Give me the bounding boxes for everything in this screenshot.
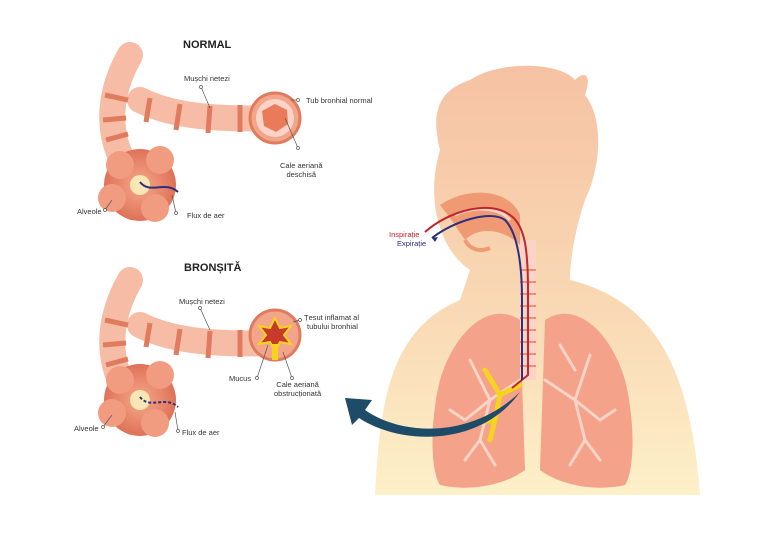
bronchitis-smooth-muscle-label: Mușchi netezi xyxy=(179,297,225,306)
normal-airflow-label: Flux de aer xyxy=(187,211,225,220)
normal-alveoli-label: Alveole xyxy=(77,207,102,216)
inspiration-label: Inspirație xyxy=(389,230,420,239)
mucus-label: Mucus xyxy=(229,374,252,383)
bronchitis-alveoli-label: Alveole xyxy=(74,424,99,433)
expiration-arrow xyxy=(431,215,523,380)
expiration-label: Expirație xyxy=(397,239,427,248)
obstructed-airway-label: Cale aeriană obstrucționată xyxy=(274,380,321,398)
obstructed-airway-label-line2: obstrucționată xyxy=(274,389,322,398)
inflamed-tissue-label: Țesut inflamat al tubului bronhial xyxy=(304,313,359,331)
normal-bronchus xyxy=(98,42,302,222)
normal-smooth-muscle-label: Mușchi netezi xyxy=(184,74,230,83)
bronchitis-bronchus xyxy=(98,267,302,437)
inflamed-tissue-label-line1: Țesut inflamat al xyxy=(304,313,360,322)
normal-title: NORMAL xyxy=(183,39,232,51)
open-airway-label: Cale aeriană deschisă xyxy=(280,161,323,179)
inflamed-tissue-label-line2: tubului bronhial xyxy=(307,322,358,331)
open-airway-label-line1: Cale aeriană xyxy=(280,161,323,170)
bronchitis-airflow-label: Flux de aer xyxy=(182,428,220,437)
normal-tube-label: Tub bronhial normal xyxy=(306,96,373,105)
inspiration-arrow xyxy=(424,206,529,389)
open-airway-label-line2: deschisă xyxy=(286,170,317,179)
bronchitis-title: BRONȘITĂ xyxy=(184,262,242,274)
zoom-arrow xyxy=(345,392,520,437)
obstructed-airway-label-line1: Cale aeriană xyxy=(276,380,319,389)
